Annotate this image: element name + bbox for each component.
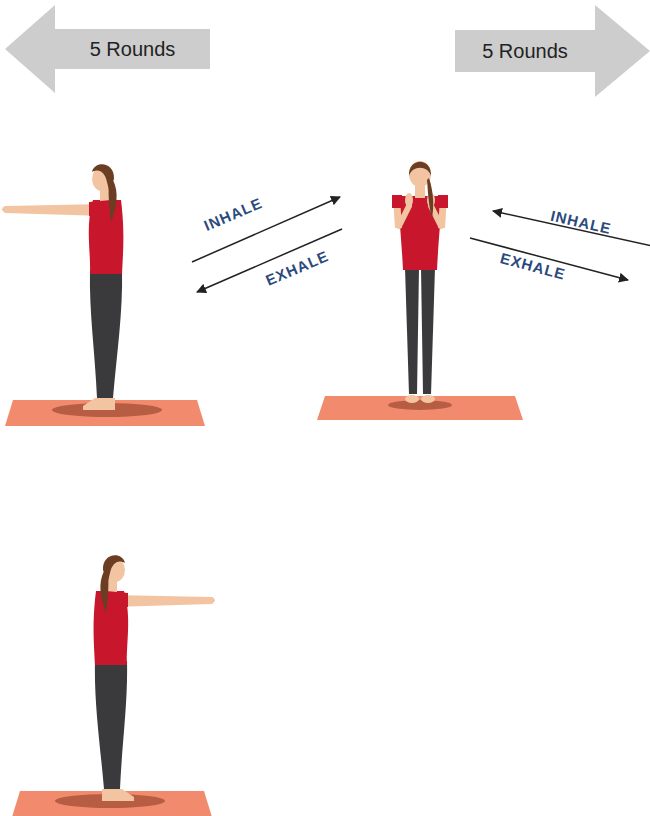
arrow-shape-fill	[5, 5, 210, 93]
figure-arms-left	[2, 164, 205, 426]
round-direction-arrow: 5 Rounds	[5, 5, 210, 93]
breath-label: INHALE	[201, 194, 265, 234]
breath-arrow	[197, 229, 342, 292]
breath-label: INHALE	[549, 207, 613, 237]
figure-hands-chest	[317, 161, 523, 420]
round-direction-arrow: 5 Rounds	[455, 5, 650, 97]
rounds-label: 5 Rounds	[455, 30, 595, 72]
figure-arms-right	[12, 555, 215, 816]
breath-label: EXHALE	[263, 247, 331, 289]
rounds-label: 5 Rounds	[55, 29, 210, 69]
arrow-shape-fill	[455, 5, 650, 97]
